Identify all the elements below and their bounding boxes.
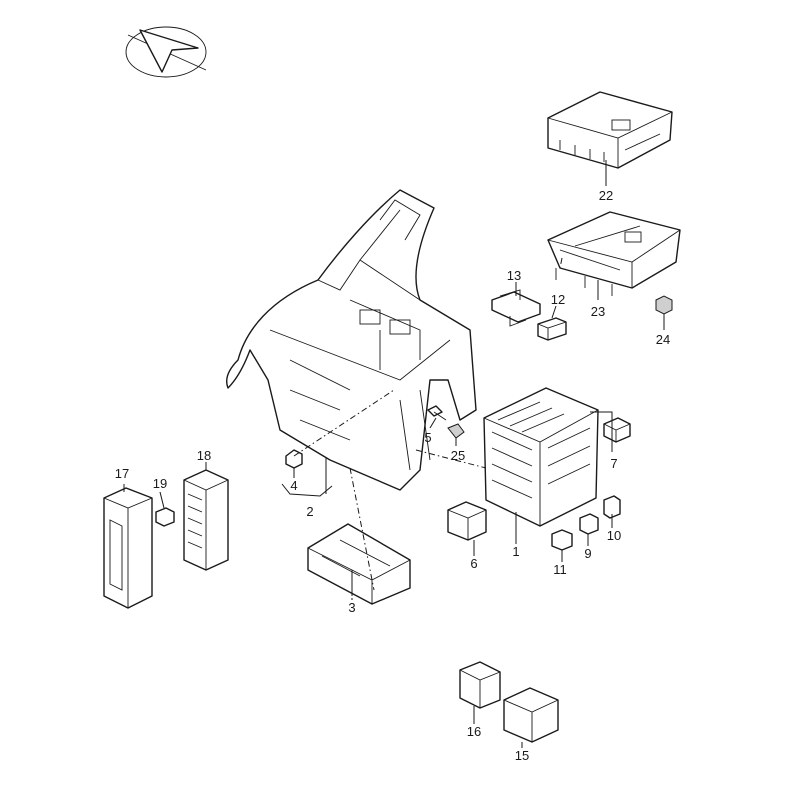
callout-18: 18: [197, 448, 211, 463]
part-9-fuse: [579, 513, 599, 535]
part-13-clip: [491, 289, 541, 327]
part-2-mounting-frame: [226, 189, 477, 491]
callout-6: 6: [470, 556, 477, 571]
callout-4: 4: [290, 478, 297, 493]
part-16-relay-socket: [459, 661, 501, 709]
callout-16: 16: [467, 724, 481, 739]
part-11-relay: [551, 529, 573, 551]
callout-1: 1: [512, 544, 519, 559]
callout-13: 13: [507, 268, 521, 283]
callout-labels: 22 23 24 13 12 5 25 7 4 2 6 1 10 9 11 3 …: [115, 188, 670, 763]
part-19-fuse: [155, 507, 175, 527]
assembly-lines: [293, 257, 563, 591]
callout-5: 5: [424, 430, 431, 445]
callout-24: 24: [656, 332, 670, 347]
part-6-connector-housing: [447, 501, 487, 541]
part-12-relay: [537, 317, 567, 341]
part-17-bracket: [103, 487, 153, 609]
leader-lines: [123, 160, 665, 748]
callout-15: 15: [515, 748, 529, 763]
callout-9: 9: [584, 546, 591, 561]
callout-10: 10: [607, 528, 621, 543]
part-23-bracket: [547, 211, 681, 296]
callout-12: 12: [551, 292, 565, 307]
callout-22: 22: [599, 188, 613, 203]
part-4-clip: [285, 449, 303, 469]
callout-11: 11: [553, 562, 567, 577]
callout-2: 2: [306, 504, 313, 519]
callout-23: 23: [591, 304, 605, 319]
part-24-nut: [655, 295, 673, 315]
callout-3: 3: [348, 600, 355, 615]
callout-19: 19: [153, 476, 167, 491]
orientation-arrow-icon: [125, 26, 207, 78]
callout-7: 7: [610, 456, 617, 471]
part-18-fuse-holder: [183, 469, 229, 571]
part-22-control-module: [547, 91, 673, 169]
part-5-screw: [427, 405, 447, 421]
part-3-lower-cover: [307, 523, 411, 605]
part-25-sleeve: [447, 423, 465, 439]
callout-25: 25: [451, 448, 465, 463]
callout-17: 17: [115, 466, 129, 481]
part-10-fuse: [603, 495, 621, 519]
part-1-fuse-box: [483, 387, 599, 527]
part-7-connector: [603, 417, 631, 443]
part-15-relay: [503, 687, 559, 743]
